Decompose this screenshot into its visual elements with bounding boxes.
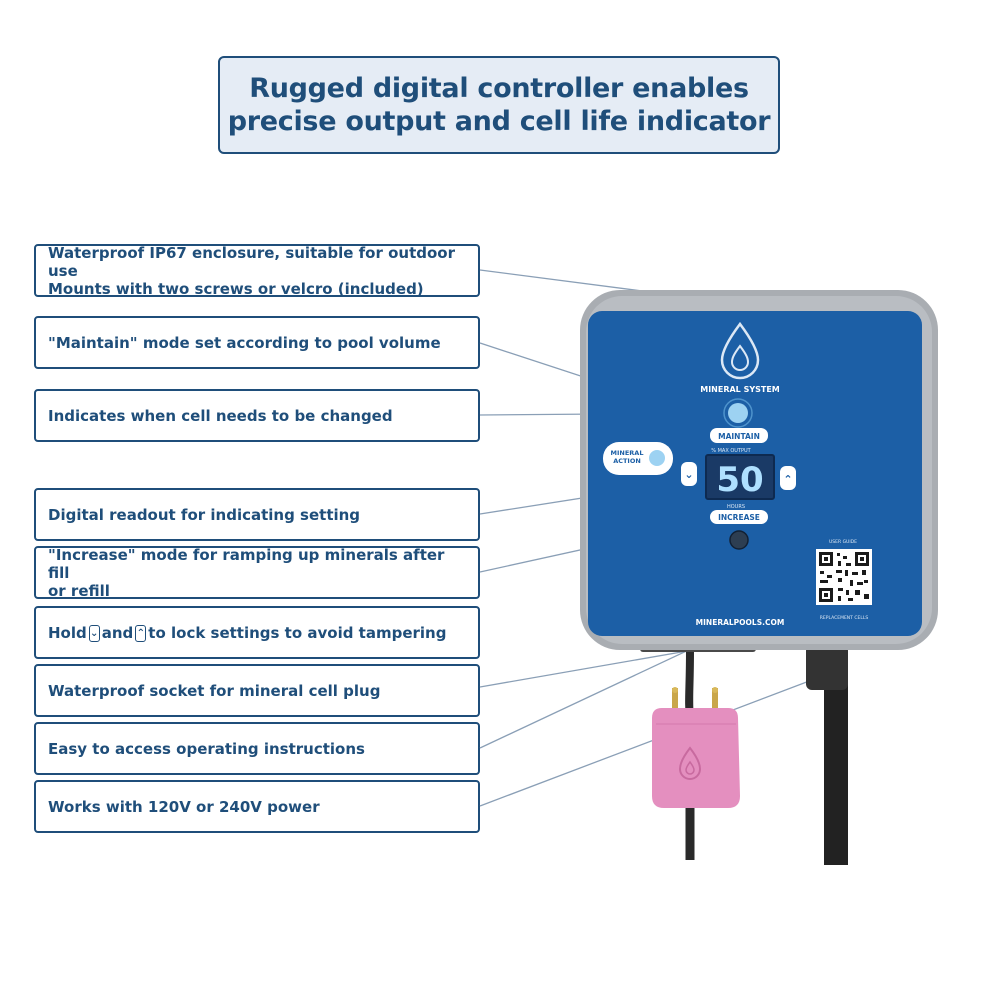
chevron-up-icon: ⌃ <box>135 624 147 642</box>
maintain-label: MAINTAIN <box>718 432 760 441</box>
mineral-action-button[interactable] <box>603 442 673 475</box>
socket-cable <box>685 649 694 721</box>
brand-label: MINERAL SYSTEM <box>700 385 780 394</box>
readout-value: 50 <box>716 460 763 500</box>
digital-display <box>705 454 775 500</box>
power-cord <box>824 660 848 865</box>
plug-drop-icon <box>678 746 702 780</box>
callout-text-mid: and <box>101 623 134 642</box>
chevron-down-icon: ⌄ <box>684 468 693 481</box>
callout-text: Easy to access operating instructions <box>48 739 365 758</box>
callout-text: Hold⌄and⌃to lock settings to avoid tampe… <box>48 624 466 642</box>
increase-label: INCREASE <box>718 513 760 522</box>
callout-text: Works with 120V or 240V power <box>48 797 320 816</box>
mineral-action-label-2: ACTION <box>613 457 641 465</box>
status-led <box>728 403 748 423</box>
cord-gland <box>806 645 848 690</box>
website-label: MINERALPOOLS.COM <box>696 618 785 627</box>
max-output-label: % MAX OUTPUT <box>711 448 751 454</box>
callout-text: Waterproof socket for mineral cell plug <box>48 681 381 700</box>
down-button[interactable] <box>681 462 697 486</box>
maintain-button[interactable] <box>710 428 768 443</box>
user-guide-label: USER GUIDE <box>829 539 857 545</box>
chevron-down-icon: ⌄ <box>88 624 100 642</box>
callout-text: "Maintain" mode set according to pool vo… <box>48 333 441 352</box>
mineral-action-label-1: MINERAL <box>611 449 644 457</box>
callout-enclosure: Waterproof IP67 enclosure, suitable for … <box>34 243 480 298</box>
callout-readout: Digital readout for indicating setting <box>34 488 480 541</box>
callout-increase: "Increase" mode for ramping up minerals … <box>34 545 480 600</box>
headline-line-2: precise output and cell life indicator <box>227 106 771 137</box>
drop-logo-icon <box>720 321 760 380</box>
qr-code[interactable] <box>816 549 872 605</box>
callout-text: Mounts with two screws or velcro (includ… <box>48 279 424 298</box>
housing <box>580 290 938 650</box>
mineral-cell-plug <box>652 687 740 808</box>
headline-box: Rugged digital controller enables precis… <box>218 56 780 154</box>
increase-button[interactable] <box>710 510 768 524</box>
callout-text: "Increase" mode for ramping up minerals … <box>48 545 445 582</box>
up-button[interactable] <box>780 466 796 490</box>
socket-base <box>640 628 756 652</box>
callout-socket: Waterproof socket for mineral cell plug <box>34 664 480 717</box>
callout-text: Digital readout for indicating setting <box>48 505 361 524</box>
leader-lines <box>479 269 843 807</box>
callout-maintain: "Maintain" mode set according to pool vo… <box>34 316 480 369</box>
callout-text-post: to lock settings to avoid tampering <box>148 623 447 642</box>
hours-label: HOURS <box>727 504 745 510</box>
callout-text: Indicates when cell needs to be changed <box>48 406 393 425</box>
qr-pattern <box>819 552 869 602</box>
callout-instructions: Easy to access operating instructions <box>34 722 480 775</box>
callout-cell-indicator: Indicates when cell needs to be changed <box>34 389 480 442</box>
callout-power: Works with 120V or 240V power <box>34 780 480 833</box>
mineral-action-led <box>649 450 665 466</box>
chevron-up-icon: ⌃ <box>783 473 792 486</box>
callout-lock: Hold⌄and⌃to lock settings to avoid tampe… <box>34 606 480 659</box>
housing-face <box>586 296 932 644</box>
callout-text: Waterproof IP67 enclosure, suitable for … <box>48 243 455 280</box>
callout-text-pre: Hold <box>48 623 87 642</box>
replacement-cells-label: REPLACEMENT CELLS <box>820 615 869 621</box>
callout-text: or refill <box>48 581 110 600</box>
headline-line-1: Rugged digital controller enables <box>249 73 749 104</box>
front-panel <box>588 311 922 636</box>
cell-indicator-light <box>729 530 749 550</box>
